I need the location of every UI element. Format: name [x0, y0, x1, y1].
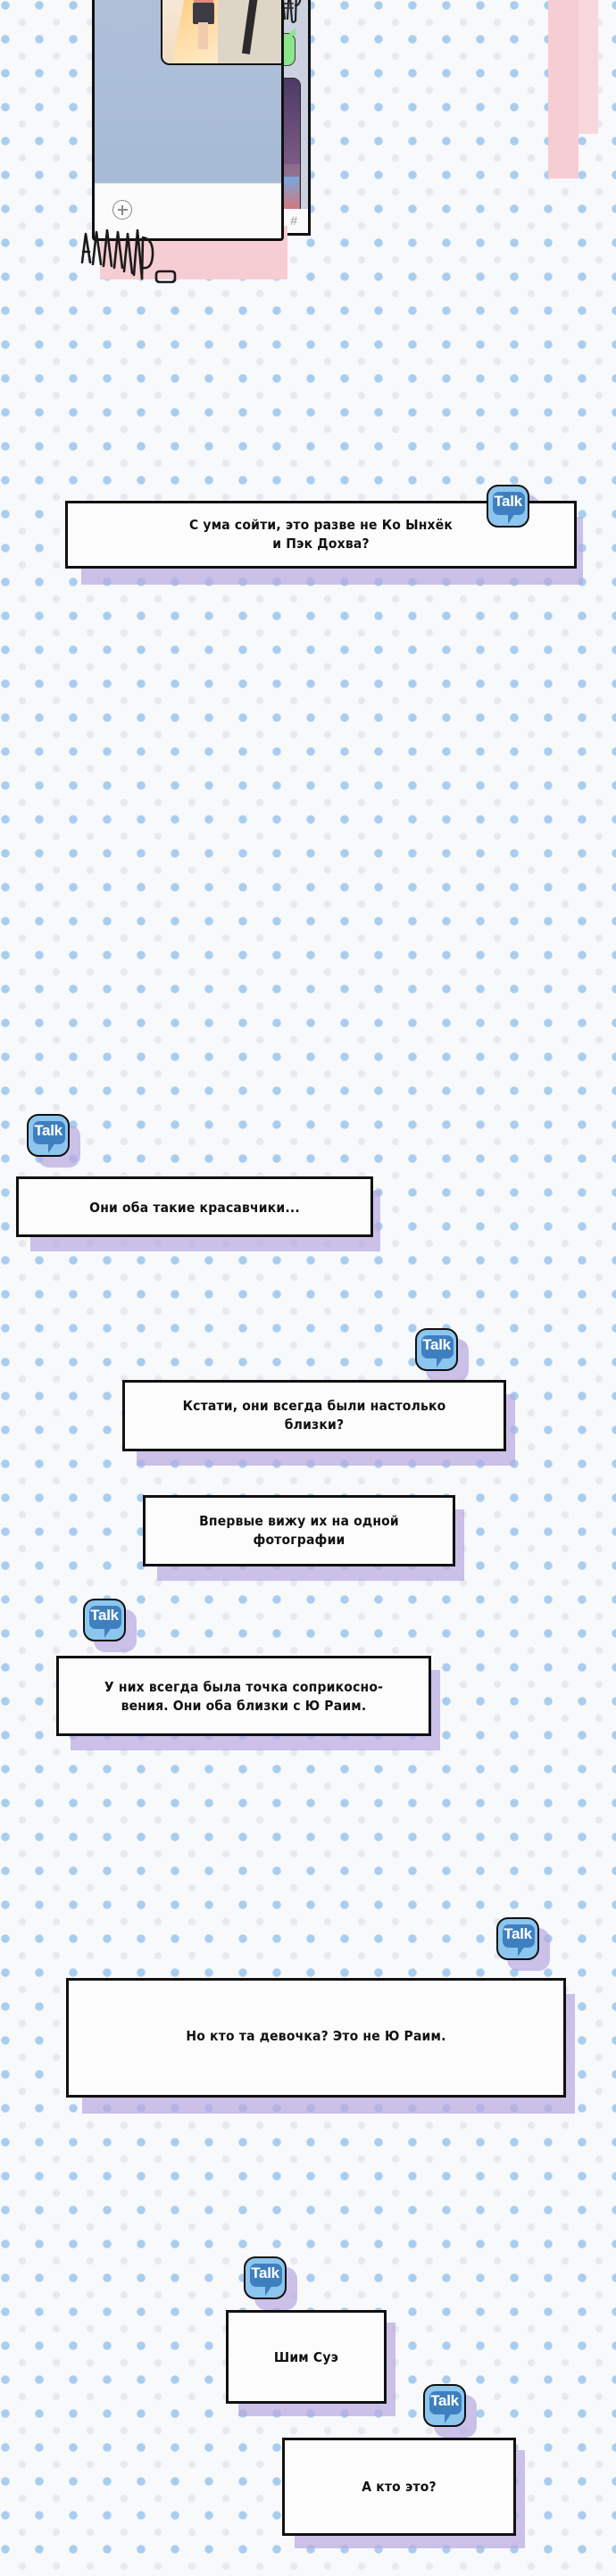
sfx-scribble-aaah	[80, 229, 177, 284]
talk-badge[interactable]: Talk	[496, 1917, 539, 1960]
talk-badge[interactable]: Talk	[487, 485, 529, 528]
dialogue-row-1: Talk С ума сойти, это разве не Ко Ынхёк …	[65, 485, 583, 585]
phone-collage: Ребята #	[0, 0, 616, 279]
bubble-text-2: Они оба такие красавчики...	[89, 1200, 300, 1216]
talk-badge-label: Talk	[90, 1607, 119, 1624]
hamburger-menu-icon[interactable]	[279, 0, 294, 10]
dialogue-row-8: Talk А кто это?	[282, 2384, 525, 2548]
dialogue-row-6: Talk Но кто та девочка? Это не Ю Раим.	[66, 1917, 575, 2114]
talk-badge[interactable]: Talk	[83, 1599, 126, 1641]
hash-icon[interactable]: #	[290, 213, 297, 228]
talk-badge[interactable]: Talk	[415, 1328, 458, 1371]
chat-photo-attachment-left[interactable]	[161, 0, 281, 65]
phone-mockup-left	[92, 0, 284, 241]
bubble-text-4: Впервые вижу их на одной фотографии	[199, 1513, 399, 1549]
talk-badge-label: Talk	[422, 1336, 451, 1353]
talk-badge-label: Talk	[251, 2264, 279, 2281]
talk-badge-label: Talk	[504, 1925, 532, 1942]
bubble-text-3: Кстати, они всегда были настолько близки…	[182, 1398, 446, 1433]
speech-bubble-3: Кстати, они всегда были настолько близки…	[122, 1380, 506, 1451]
bubble-text-1: С ума сойти, это разве не Ко Ынхёк и Пэк…	[188, 517, 454, 553]
pink-accent-strip-right	[548, 0, 579, 179]
talk-badge[interactable]: Talk	[423, 2384, 466, 2427]
speech-bubble-4: Впервые вижу их на одной фотографии	[143, 1495, 455, 1566]
talk-badge-label: Talk	[430, 2392, 459, 2409]
bubble-text-5: У них всегда была точка соприкосно- вени…	[104, 1679, 384, 1715]
talk-badge-label: Talk	[34, 1122, 62, 1139]
speech-bubble-8: А кто это?	[282, 2438, 516, 2536]
talk-badge[interactable]: Talk	[244, 2256, 287, 2299]
bubble-text-6: Но кто та девочка? Это не Ю Раим.	[186, 2028, 446, 2044]
dialogue-row-5: Talk У них всегда была точка соприкосно-…	[56, 1599, 440, 1750]
bubble-text-7: Шим Суэ	[273, 2349, 339, 2365]
chat-input-bar-left	[95, 183, 281, 238]
talk-badge[interactable]: Talk	[27, 1114, 70, 1157]
plus-icon[interactable]	[112, 200, 132, 220]
speech-bubble-2: Они оба такие красавчики...	[16, 1176, 373, 1237]
dialogue-row-4: Впервые вижу их на одной фотографии	[143, 1495, 464, 1581]
talk-badge-label: Talk	[494, 493, 522, 510]
speech-bubble-7: Шим Суэ	[226, 2310, 387, 2404]
dialogue-row-2: Talk Они оба такие красавчики...	[16, 1114, 380, 1251]
pink-accent-strip-right-2	[579, 0, 598, 134]
speech-bubble-6: Но кто та девочка? Это не Ю Раим.	[66, 1978, 566, 2098]
bubble-text-8: А кто это?	[362, 2479, 437, 2495]
speech-bubble-1: С ума сойти, это разве не Ко Ынхёк и Пэк…	[65, 501, 577, 569]
dialogue-row-7: Talk Шим Суэ	[226, 2256, 395, 2416]
dialogue-row-3: Talk Кстати, они всегда были настолько б…	[122, 1328, 515, 1466]
speech-bubble-5: У них всегда была точка соприкосно- вени…	[56, 1656, 431, 1736]
